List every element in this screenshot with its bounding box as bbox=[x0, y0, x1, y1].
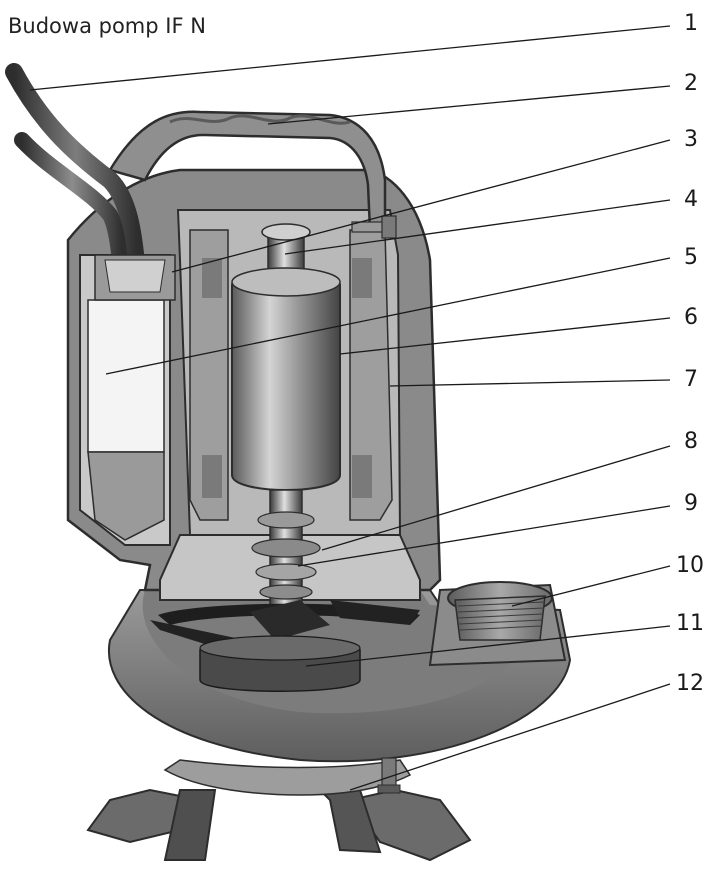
impeller bbox=[150, 600, 420, 692]
callout-6: 6 bbox=[684, 305, 698, 330]
pump-base-stand bbox=[86, 778, 472, 862]
leader-line-10 bbox=[511, 565, 671, 607]
leader-line-5 bbox=[105, 257, 671, 375]
housing-screw bbox=[351, 215, 397, 239]
callout-3: 3 bbox=[684, 127, 698, 152]
callout-9: 9 bbox=[684, 491, 698, 516]
callout-numbers: 1 2 3 4 5 6 7 8 9 10 11 12 bbox=[676, 11, 704, 696]
leader-line-3 bbox=[171, 139, 671, 273]
callout-8: 8 bbox=[684, 429, 698, 454]
diagram-title: Budowa pomp IF N bbox=[8, 14, 206, 38]
leader-line-4 bbox=[284, 199, 671, 255]
leader-line-2 bbox=[267, 85, 671, 125]
callout-12: 12 bbox=[676, 671, 704, 696]
callout-7: 7 bbox=[684, 367, 698, 392]
leader-lines bbox=[29, 25, 671, 791]
callout-1: 1 bbox=[684, 11, 698, 36]
leader-line-6 bbox=[339, 317, 671, 355]
leader-line-1 bbox=[29, 25, 671, 91]
leader-line-12 bbox=[349, 683, 671, 791]
callout-10: 10 bbox=[676, 553, 704, 578]
discharge-outlet bbox=[428, 581, 567, 667]
base-screw bbox=[377, 757, 401, 794]
power-cable bbox=[5, 63, 176, 301]
callout-4: 4 bbox=[684, 187, 698, 212]
motor-rotor bbox=[231, 223, 341, 491]
leader-line-9 bbox=[297, 505, 671, 567]
leader-line-8 bbox=[321, 445, 671, 551]
leader-line-7 bbox=[389, 379, 671, 387]
leader-line-11 bbox=[305, 625, 671, 667]
callout-2: 2 bbox=[684, 71, 698, 96]
callout-11: 11 bbox=[676, 611, 704, 636]
callout-5: 5 bbox=[684, 245, 698, 270]
